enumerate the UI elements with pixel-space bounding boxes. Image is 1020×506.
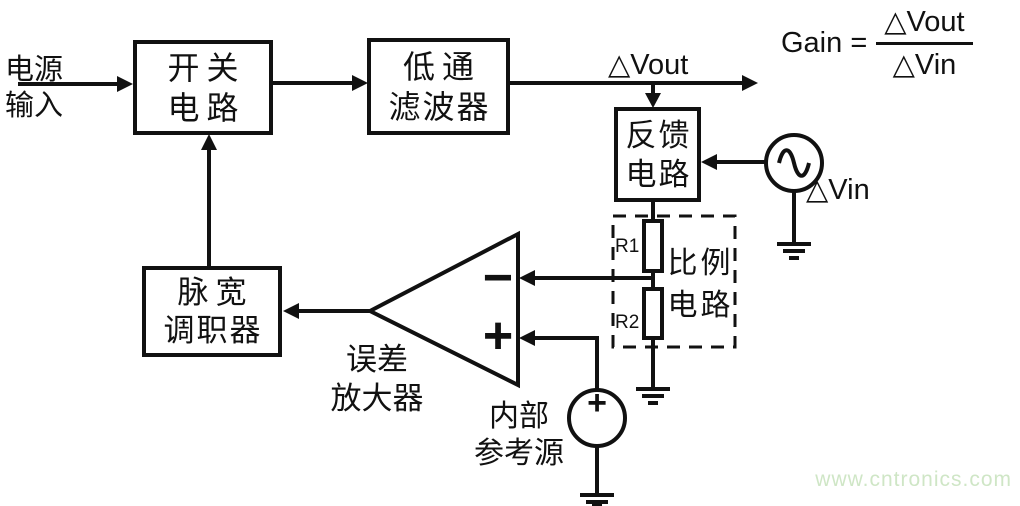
gain-fraction: △Vout △Vin <box>876 4 973 82</box>
proportional-circuit-dashed-box <box>611 214 737 349</box>
internal-reference-label-line2: 参考源 <box>474 437 564 470</box>
proportional-circuit-label: 比例 电路 <box>662 243 736 327</box>
gain-equals-label: Gain = <box>781 26 868 59</box>
feedback-circuit-label-line2: 电路 <box>625 156 692 192</box>
power-input-label-line2: 输入 <box>4 90 63 122</box>
reference-source-plus-sign: + <box>587 384 607 422</box>
low-pass-filter-label-line2: 滤波器 <box>388 88 491 125</box>
error-amplifier-label: 误差 放大器 <box>326 340 428 418</box>
arrowhead-plus-input <box>519 330 535 346</box>
error-amplifier-label-line2: 放大器 <box>330 381 424 416</box>
gain-formula: Gain = △Vout △Vin <box>781 4 973 82</box>
feedback-circuit-label-line1: 反馈 <box>625 117 692 153</box>
watermark-text: www.cntronics.com <box>815 468 1012 491</box>
error-amplifier-label-line1: 误差 <box>346 342 408 377</box>
r1-label: R1 <box>615 236 640 257</box>
switch-circuit-label-line1: 开关 <box>167 49 246 86</box>
delta-vout-label: △Vout <box>608 49 689 81</box>
resistor-r1 <box>642 219 664 273</box>
pwm-modulator-label-line2: 调职器 <box>163 312 263 348</box>
power-input-label: 电源 输入 <box>0 52 68 124</box>
error-amplifier-triangle <box>365 230 520 389</box>
internal-reference-label: 内部 参考源 <box>467 398 571 472</box>
gain-denominator: △Vin <box>892 49 957 81</box>
low-pass-filter-label-line1: 低通 <box>402 48 481 85</box>
resistor-r2 <box>642 287 664 340</box>
r2-label: R2 <box>615 312 640 333</box>
ground-symbol-vin <box>777 242 811 260</box>
power-input-label-line1: 电源 <box>4 54 63 86</box>
opamp-plus-input-sign: + <box>482 307 514 365</box>
switch-circuit-label-line2: 电路 <box>167 89 246 126</box>
low-pass-filter-block: 低通 滤波器 <box>367 38 510 135</box>
sine-wave-icon <box>777 148 811 178</box>
feedback-circuit-block: 反馈 电路 <box>614 107 701 202</box>
opamp-minus-input-sign: − <box>482 249 514 307</box>
ref-to-plus-wire <box>530 336 599 391</box>
arrowhead-into-switch-bottom <box>201 134 217 150</box>
ground-symbol-r2 <box>636 387 670 405</box>
ground-symbol-reference <box>580 493 614 506</box>
pwm-modulator-label-line1: 脉宽 <box>177 274 254 310</box>
internal-reference-label-line1: 内部 <box>489 400 549 433</box>
proportional-circuit-label-line2: 电路 <box>667 289 734 322</box>
gain-numerator: △Vout <box>876 4 973 45</box>
delta-vin-label: △Vin <box>806 174 870 206</box>
arrowhead-into-filter <box>352 75 368 91</box>
arrowhead-into-pwm <box>283 303 299 319</box>
proportional-circuit-label-line1: 比例 <box>667 247 734 280</box>
arrowhead-into-switch <box>117 76 133 92</box>
arrowhead-into-feedback-right <box>701 154 717 170</box>
arrowhead-minus-input <box>519 270 535 286</box>
pwm-modulator-block: 脉宽 调职器 <box>142 266 282 357</box>
switch-circuit-block: 开关 电路 <box>133 40 273 135</box>
arrowhead-into-feedback <box>645 93 661 108</box>
arrowhead-output <box>742 75 758 91</box>
